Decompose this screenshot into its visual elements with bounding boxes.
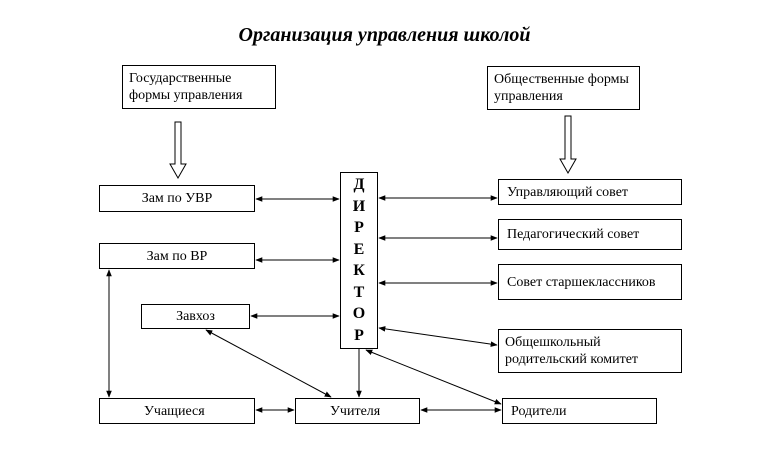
hollow-arrow-public: [559, 115, 577, 175]
director-letter: И: [352, 197, 366, 215]
teachers-box: Учителя: [295, 398, 420, 424]
state-forms-box: Государственные формы управления: [122, 65, 276, 109]
director-letter: Т: [353, 283, 365, 301]
director-letter: О: [352, 305, 366, 323]
arrow-director-parentcomm: [378, 326, 498, 347]
supply-manager-box: Завхоз: [141, 304, 250, 329]
director-letter: К: [353, 262, 365, 280]
director-letter: Д: [353, 176, 365, 194]
director-letter: Е: [353, 240, 365, 258]
deputy-vr-box: Зам по ВР: [99, 243, 255, 269]
students-box: Учащиеся: [99, 398, 255, 424]
senior-council-box: Совет старшеклассников: [498, 264, 682, 300]
deputy-uvr-box: Зам по УВР: [99, 185, 255, 212]
parents-box: Родители: [502, 398, 657, 424]
pedagogical-council-box: Педагогический совет: [498, 219, 682, 250]
director-letter: Р: [354, 326, 364, 344]
hollow-arrow-state: [169, 121, 187, 180]
arrow-director-parents: [365, 349, 502, 405]
director-letter: Р: [354, 219, 364, 237]
governing-council-box: Управляющий совет: [498, 179, 682, 205]
arrow-supply-teachers: [205, 329, 332, 398]
parent-committee-box: Общешкольный родительский комитет: [498, 329, 682, 373]
public-forms-box: Общественные формы управления: [487, 66, 640, 110]
diagram-title: Организация управления школой: [238, 24, 531, 46]
